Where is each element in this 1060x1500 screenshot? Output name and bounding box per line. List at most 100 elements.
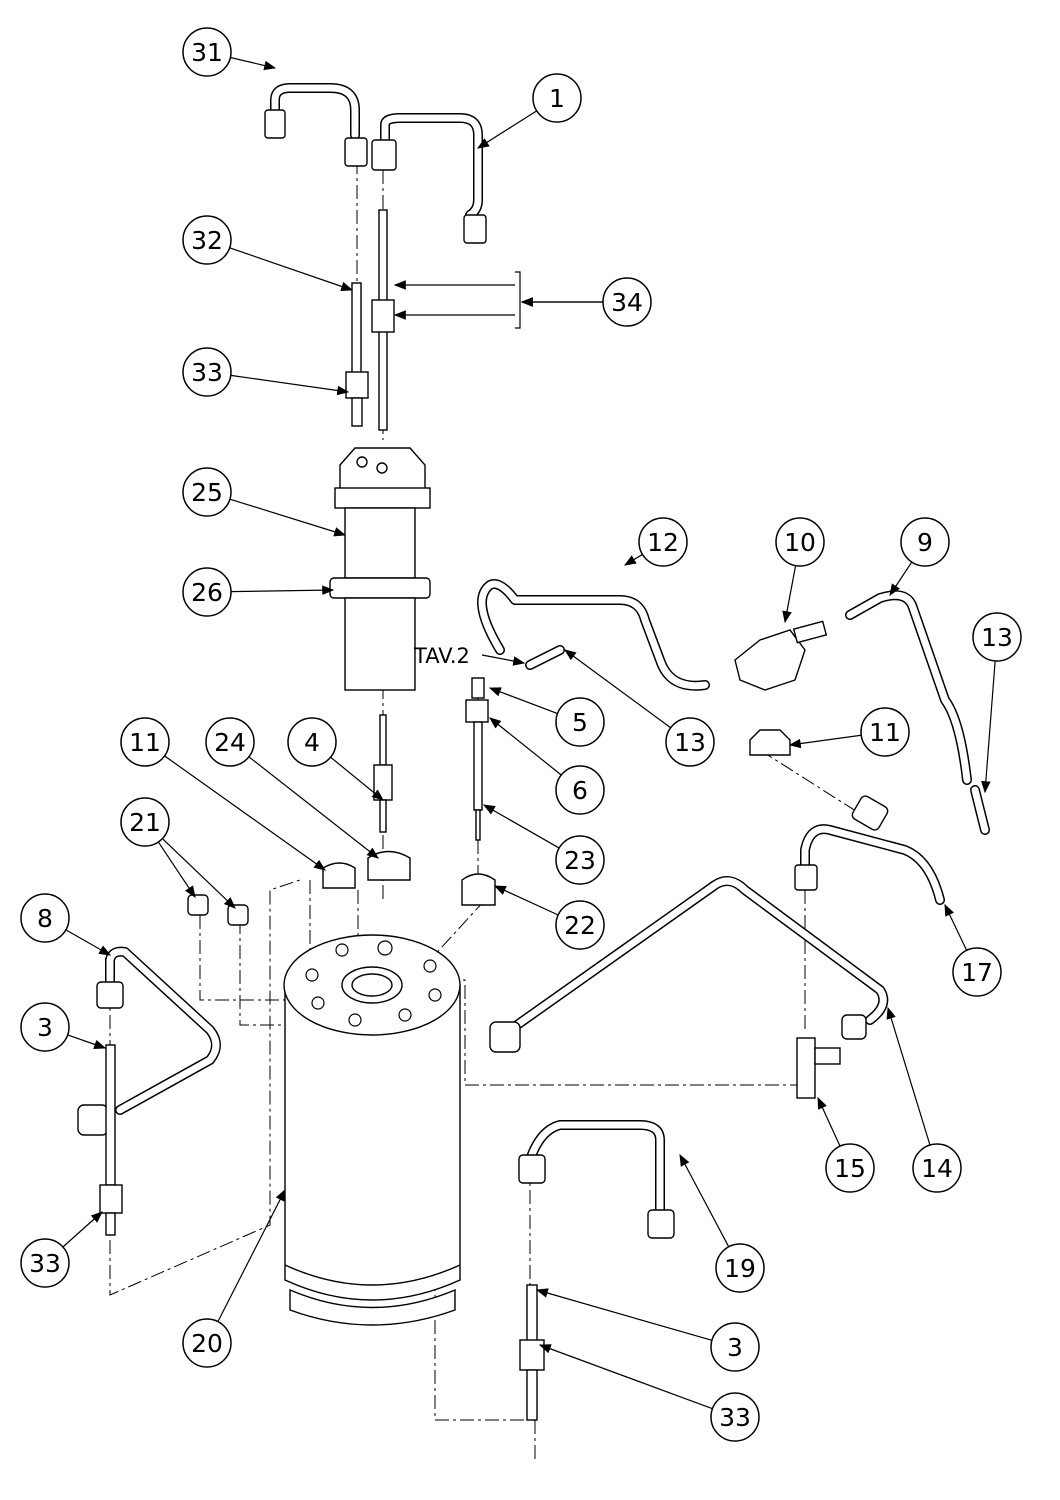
bracket-34: [515, 271, 521, 329]
callout-circle: [912, 1143, 962, 1193]
callout-circle: [182, 467, 232, 517]
callout-circle: [860, 707, 910, 757]
callout-circle: [555, 900, 605, 950]
leader-line: [489, 717, 562, 776]
callout-number: 31: [191, 38, 223, 67]
callout-circle: [20, 1238, 70, 1288]
callout-circle: [710, 1322, 760, 1372]
callout-1: 1: [532, 73, 582, 123]
callout-number: 3: [727, 1333, 743, 1362]
callout-34: 34: [602, 277, 652, 327]
leader-line: [230, 374, 350, 396]
callout-circle: [665, 717, 715, 767]
callout-circle: [182, 27, 232, 77]
callout-15: 15: [825, 1143, 875, 1193]
callout-3: 3: [20, 1002, 70, 1052]
callout-number: 4: [304, 728, 320, 757]
callout-circle: [182, 215, 232, 265]
callout-number: 11: [129, 728, 161, 757]
callout-number: 33: [191, 358, 223, 387]
callout-circle: [972, 612, 1022, 662]
parts-drawing: [77, 83, 990, 1460]
leader-line: [488, 687, 558, 715]
callout-number: 1: [549, 84, 565, 113]
callout-circle: [20, 1002, 70, 1052]
callout-9: 9: [900, 517, 950, 567]
callout-number: 10: [784, 528, 816, 557]
callout-number: 24: [214, 728, 246, 757]
callout-24: 24: [205, 717, 255, 767]
callout-number: 19: [724, 1254, 756, 1283]
callout-circle: [182, 347, 232, 397]
callout-number: 26: [191, 578, 223, 607]
callout-number: 12: [647, 528, 679, 557]
callout-number: 15: [834, 1154, 866, 1183]
callout-12: 12: [638, 517, 688, 567]
callout-number: 13: [981, 623, 1013, 652]
callout-circle: [715, 1243, 765, 1293]
callout-10: 10: [775, 517, 825, 567]
callout-circle: [120, 717, 170, 767]
reference-label-tav2: TAV.2: [413, 644, 470, 668]
callout-number: 20: [191, 1329, 223, 1358]
callout-circle: [775, 517, 825, 567]
callout-14: 14: [912, 1143, 962, 1193]
callout-26: 26: [182, 567, 232, 617]
leader-line: [535, 1288, 713, 1341]
leader-line: [62, 1211, 103, 1248]
callout-25: 25: [182, 467, 232, 517]
callout-number: 14: [921, 1154, 953, 1183]
callout-number: 32: [191, 226, 223, 255]
leader-line: [981, 660, 996, 794]
callout-number: 33: [29, 1249, 61, 1278]
leader-line: [230, 585, 335, 595]
callout-number: 25: [191, 478, 223, 507]
callout-circle: [825, 1143, 875, 1193]
callout-20: 20: [182, 1318, 232, 1368]
leader-line: [230, 56, 277, 71]
callout-circle: [952, 947, 1002, 997]
leader-line: [330, 756, 384, 801]
callout-22: 22: [555, 900, 605, 950]
callout-11: 11: [120, 717, 170, 767]
callout-circle: [555, 835, 605, 885]
callout-17: 17: [952, 947, 1002, 997]
callout-13: 13: [972, 612, 1022, 662]
callout-32: 32: [182, 215, 232, 265]
leader-line: [564, 649, 672, 729]
leader-line: [493, 885, 559, 916]
leader-line: [679, 1153, 730, 1248]
leader-lines: [62, 56, 996, 1410]
leader-line: [538, 1344, 713, 1410]
leader-line: [161, 838, 236, 909]
callout-circle: [555, 697, 605, 747]
callout-number: 9: [917, 528, 933, 557]
leader-line: [217, 1188, 286, 1322]
leader-line: [164, 755, 326, 871]
callout-number: 17: [961, 958, 993, 987]
tav2-leader: [481, 654, 526, 666]
callout-33: 33: [710, 1392, 760, 1442]
callout-number: 34: [611, 288, 643, 317]
callout-circle: [532, 73, 582, 123]
leader-line: [229, 247, 354, 292]
callout-circle: [900, 517, 950, 567]
callout-number: 8: [37, 904, 53, 933]
callout-number: 13: [674, 728, 706, 757]
callout-circle: [120, 797, 170, 847]
leader-line: [623, 553, 643, 566]
callout-circle: [555, 765, 605, 815]
leader-line: [67, 1034, 107, 1049]
callout-circle: [638, 517, 688, 567]
callout-number: 6: [572, 776, 588, 805]
leader-line: [65, 929, 112, 956]
callout-circle: [205, 717, 255, 767]
callout-number: 5: [572, 708, 588, 737]
leader-line: [229, 498, 347, 537]
callout-circle: [287, 717, 337, 767]
callout-11: 11: [860, 707, 910, 757]
callout-number: 33: [719, 1403, 751, 1432]
